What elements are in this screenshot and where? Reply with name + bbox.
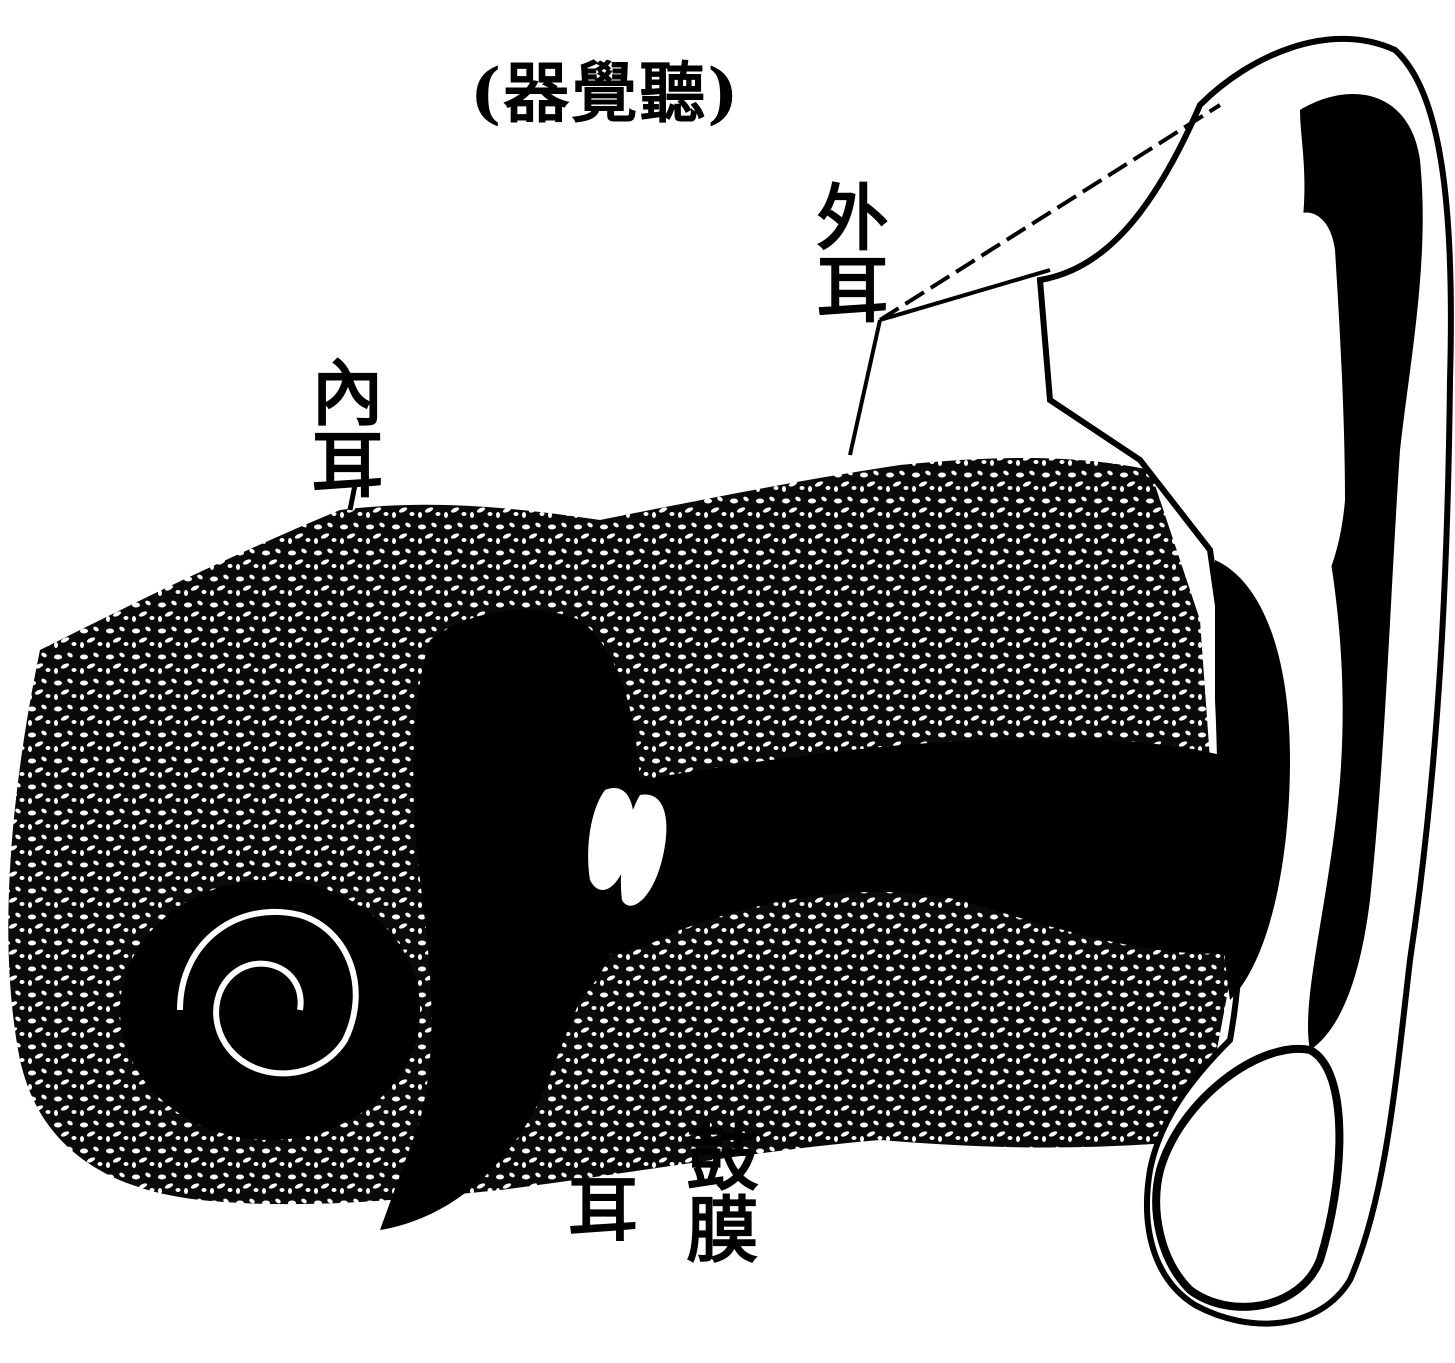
label-ear: 耳 [568, 1175, 638, 1245]
label-eardrum: 鼓膜 [680, 1120, 752, 1264]
figure-title: (器覺聽) [470, 60, 740, 126]
label-outer-ear: 外耳 [810, 180, 882, 324]
leader-line-outer-ear [880, 270, 1050, 320]
label-inner-ear: 內耳 [305, 355, 377, 499]
cochlea [120, 880, 420, 1140]
leader-line-outer-ear [850, 320, 880, 455]
